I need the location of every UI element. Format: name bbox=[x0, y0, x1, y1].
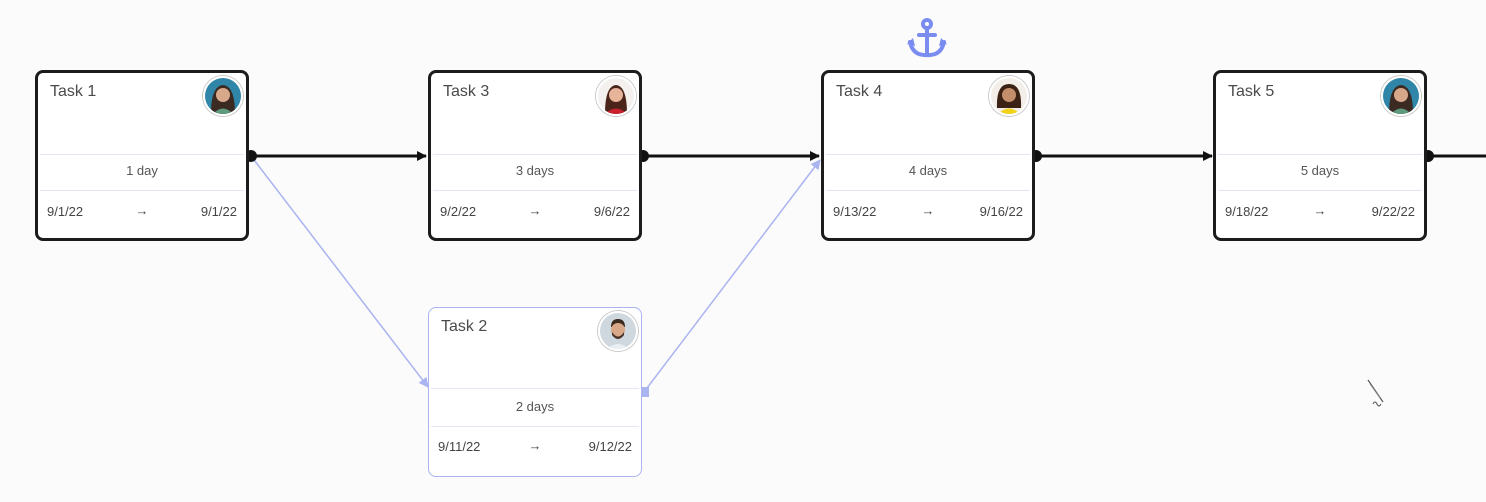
task-start-date: 9/2/22 bbox=[440, 204, 477, 219]
divider bbox=[431, 426, 639, 427]
divider bbox=[431, 388, 639, 389]
dependency-arrow-task1-task2[interactable] bbox=[250, 155, 429, 388]
task-title: Task 4 bbox=[836, 83, 883, 100]
task-card-task1[interactable]: Task 1 1 day 9/1/22 → 9/1/22 bbox=[35, 70, 249, 241]
task-end-date: 9/1/22 bbox=[200, 204, 237, 219]
task-start-date: 9/1/22 bbox=[47, 204, 84, 219]
task-duration: 5 days bbox=[1300, 163, 1340, 178]
task-card-task4[interactable]: Task 4 4 days 9/13/22 → 9/16/22 bbox=[821, 70, 1035, 241]
avatar[interactable] bbox=[598, 311, 638, 351]
task-title: Task 1 bbox=[50, 83, 97, 100]
divider bbox=[40, 190, 244, 191]
arrow-right-icon: → bbox=[921, 203, 935, 218]
task-title: Task 5 bbox=[1228, 83, 1275, 100]
task-card-task2[interactable]: Task 2 2 days 9/11/22 → 9/12/22 bbox=[428, 307, 642, 477]
divider bbox=[433, 190, 637, 191]
task-duration: 1 day bbox=[126, 163, 158, 178]
divider bbox=[1218, 154, 1422, 155]
avatar[interactable] bbox=[203, 76, 243, 116]
avatar[interactable] bbox=[596, 76, 636, 116]
task-title: Task 3 bbox=[443, 83, 490, 100]
divider bbox=[826, 154, 1030, 155]
avatar[interactable] bbox=[989, 76, 1029, 116]
arrow-right-icon: → bbox=[528, 203, 542, 218]
task-card-task5[interactable]: Task 5 5 days 9/18/22 → 9/22/22 bbox=[1213, 70, 1427, 241]
task-end-date: 9/22/22 bbox=[1371, 204, 1415, 219]
divider bbox=[1218, 190, 1422, 191]
task-duration: 4 days bbox=[908, 163, 948, 178]
anchor-icon bbox=[905, 17, 949, 66]
divider bbox=[40, 154, 244, 155]
task-duration: 2 days bbox=[515, 399, 555, 414]
task-card-task3[interactable]: Task 3 3 days 9/2/22 → 9/6/22 bbox=[428, 70, 642, 241]
task-start-date: 9/11/22 bbox=[438, 439, 481, 454]
task-end-date: 9/12/22 bbox=[588, 439, 632, 454]
task-start-date: 9/13/22 bbox=[833, 204, 877, 219]
task-end-date: 9/6/22 bbox=[593, 204, 630, 219]
dependency-arrow-task2-task4[interactable] bbox=[643, 159, 821, 393]
task-duration: 3 days bbox=[515, 163, 555, 178]
divider bbox=[433, 154, 637, 155]
task-start-date: 9/18/22 bbox=[1225, 204, 1269, 219]
task-end-date: 9/16/22 bbox=[979, 204, 1023, 219]
cursor-icon bbox=[1365, 378, 1389, 415]
task-title: Task 2 bbox=[441, 318, 488, 335]
arrow-right-icon: → bbox=[135, 203, 149, 218]
connector-dot[interactable] bbox=[639, 387, 649, 397]
divider bbox=[826, 190, 1030, 191]
avatar[interactable] bbox=[1381, 76, 1421, 116]
arrow-right-icon: → bbox=[1313, 203, 1327, 218]
arrow-right-icon: → bbox=[528, 438, 542, 453]
